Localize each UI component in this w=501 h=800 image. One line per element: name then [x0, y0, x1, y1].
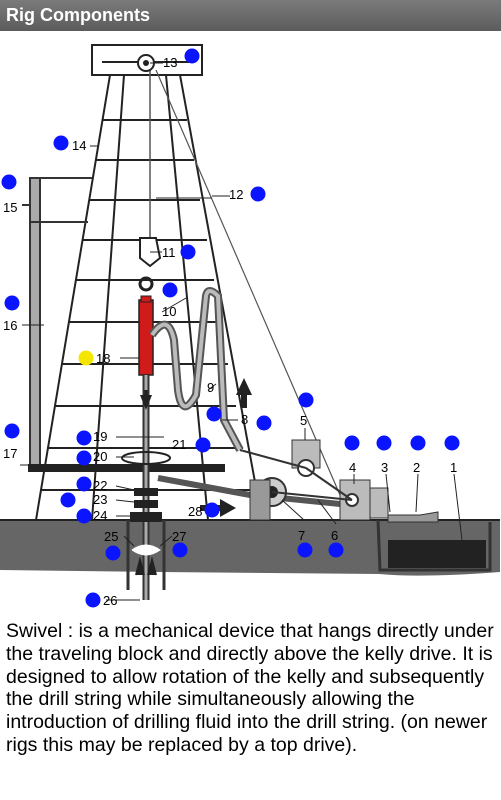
marker-7[interactable] — [297, 542, 313, 558]
label-2: 2 — [413, 460, 420, 475]
up-arrows — [135, 556, 157, 576]
label-8: 8 — [241, 412, 248, 427]
marker-5[interactable] — [298, 392, 314, 408]
label-13: 13 — [163, 55, 177, 70]
label-25: 25 — [104, 529, 118, 544]
marker-24[interactable] — [76, 508, 92, 524]
marker-18[interactable] — [78, 350, 94, 366]
label-7: 7 — [298, 528, 305, 543]
marker-17[interactable] — [4, 423, 20, 439]
marker-27[interactable] — [172, 542, 188, 558]
marker-14[interactable] — [53, 135, 69, 151]
marker-28[interactable] — [204, 502, 220, 518]
marker-23[interactable] — [60, 492, 76, 508]
label-1: 1 — [450, 460, 457, 475]
label-12: 12 — [229, 187, 243, 202]
label-22: 22 — [93, 478, 107, 493]
mud-tanks — [369, 487, 492, 572]
marker-22[interactable] — [76, 476, 92, 492]
label-26: 26 — [103, 593, 117, 608]
label-20: 20 — [93, 449, 107, 464]
marker-20[interactable] — [76, 450, 92, 466]
ground — [0, 520, 500, 576]
label-21: 21 — [172, 437, 186, 452]
marker-2[interactable] — [410, 435, 426, 451]
label-19: 19 — [93, 429, 107, 444]
marker-1[interactable] — [444, 435, 460, 451]
label-14: 14 — [72, 138, 86, 153]
marker-26[interactable] — [85, 592, 101, 608]
marker-6[interactable] — [328, 542, 344, 558]
deadline — [155, 69, 341, 496]
label-28: 28 — [188, 504, 202, 519]
bop-stack — [130, 488, 162, 522]
down-arrow — [140, 395, 152, 410]
marker-25[interactable] — [105, 545, 121, 561]
marker-8[interactable] — [256, 415, 272, 431]
marker-19[interactable] — [76, 430, 92, 446]
kelly — [138, 299, 154, 376]
marker-3[interactable] — [376, 435, 392, 451]
marker-11[interactable] — [180, 244, 196, 260]
title-bar: Rig Components — [0, 0, 501, 31]
component-description: Swivel : is a mechanical device that han… — [6, 620, 494, 756]
marker-10[interactable] — [162, 282, 178, 298]
marker-12[interactable] — [250, 186, 266, 202]
casing — [126, 520, 166, 590]
marker-4[interactable] — [344, 435, 360, 451]
label-3: 3 — [381, 460, 388, 475]
label-18: 18 — [96, 351, 110, 366]
label-4: 4 — [349, 460, 356, 475]
label-16: 16 — [3, 318, 17, 333]
leader-lines — [20, 62, 463, 601]
label-10: 10 — [162, 304, 176, 319]
rig-diagram: 13 14 12 15 11 10 16 18 9 8 5 19 17 21 2… — [0, 44, 500, 608]
label-6: 6 — [331, 528, 338, 543]
mud-pump — [239, 439, 371, 521]
marker-21[interactable] — [195, 437, 211, 453]
marker-13[interactable] — [184, 48, 200, 64]
rotary-table — [28, 464, 225, 472]
page-title: Rig Components — [6, 5, 150, 25]
label-17: 17 — [3, 446, 17, 461]
label-15: 15 — [3, 200, 17, 215]
marker-15[interactable] — [1, 174, 17, 190]
label-24: 24 — [93, 508, 107, 523]
component-markers — [1, 48, 460, 608]
label-11: 11 — [162, 245, 176, 260]
label-23: 23 — [93, 492, 107, 507]
marker-16[interactable] — [4, 295, 20, 311]
label-5: 5 — [300, 413, 307, 428]
marker-9[interactable] — [206, 406, 222, 422]
label-27: 27 — [172, 529, 186, 544]
label-9: 9 — [207, 380, 214, 395]
